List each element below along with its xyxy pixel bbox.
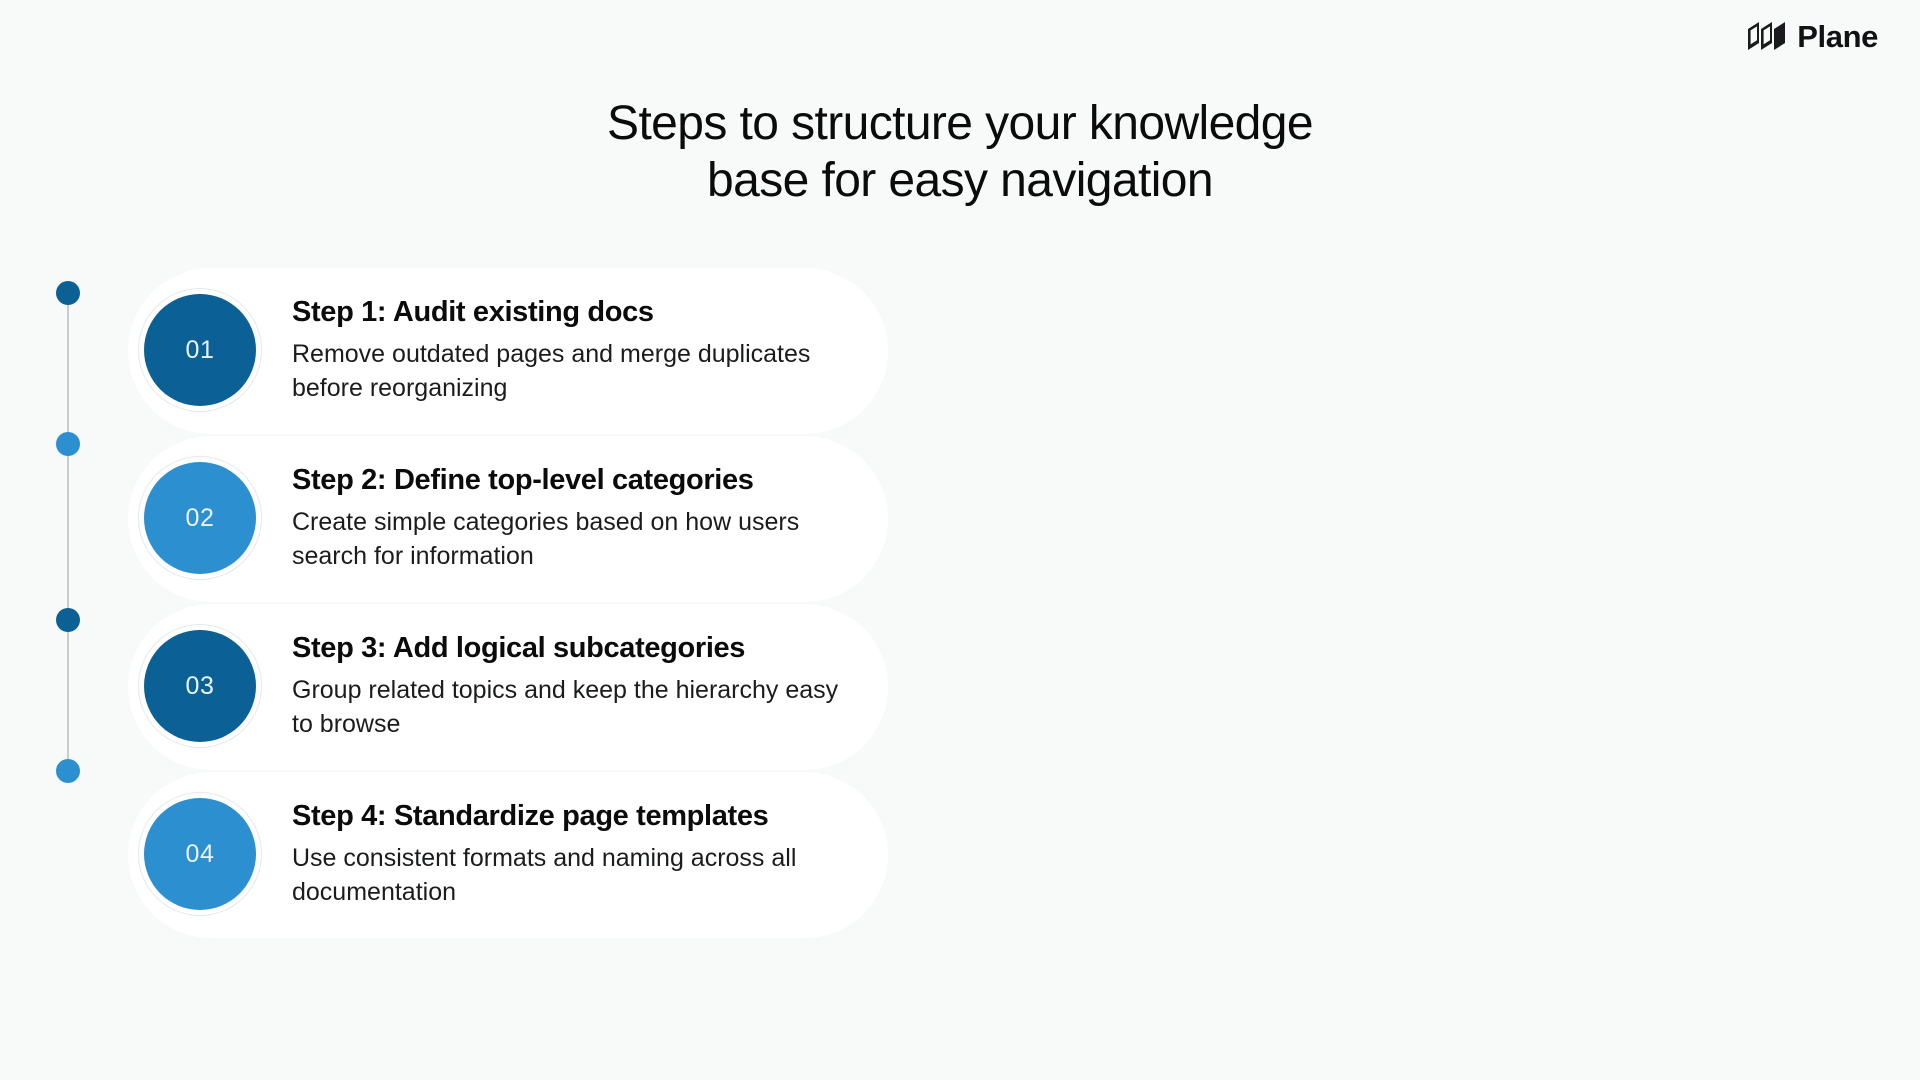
step-item[interactable]: 06 Step 6: Add tags and metadata Improve… bbox=[961, 452, 1920, 618]
page-title: Steps to structure your knowledge base f… bbox=[0, 96, 1920, 209]
page-title-line-2: base for easy navigation bbox=[707, 153, 1214, 207]
step-text: Step 3: Add logical subcategories Group … bbox=[262, 631, 842, 740]
step-description: Group related topics and keep the hierar… bbox=[292, 675, 839, 738]
step-badge-ring: 01 bbox=[138, 288, 262, 412]
timeline-dot bbox=[56, 608, 80, 632]
step-badge-ring: 03 bbox=[138, 624, 262, 748]
step-text: Step 4: Standardize page templates Use c… bbox=[262, 799, 842, 908]
timeline-dot bbox=[56, 432, 80, 456]
step-badge-ring: 04 bbox=[138, 792, 262, 916]
step-number-badge: 01 bbox=[144, 294, 256, 406]
step-card[interactable]: 04 Step 4: Standardize page templates Us… bbox=[128, 772, 888, 938]
step-card[interactable]: 02 Step 2: Define top-level categories C… bbox=[128, 436, 888, 602]
brand-name: Plane bbox=[1797, 19, 1878, 54]
right-column: 05 Step 5: Connect related pages Link gu… bbox=[960, 268, 1920, 940]
brand-logo: Plane bbox=[1748, 21, 1878, 52]
step-badge-ring: 02 bbox=[138, 456, 262, 580]
step-description: Remove outdated pages and merge duplicat… bbox=[292, 339, 811, 402]
left-column: 01 Step 1: Audit existing docs Remove ou… bbox=[0, 268, 960, 940]
timeline-dot bbox=[56, 281, 80, 305]
step-text: Step 2: Define top-level categories Crea… bbox=[262, 463, 842, 572]
timeline-dot bbox=[56, 759, 80, 783]
step-description: Create simple categories based on how us… bbox=[292, 507, 800, 570]
step-item[interactable]: 01 Step 1: Audit existing docs Remove ou… bbox=[55, 268, 960, 434]
step-card[interactable]: 03 Step 3: Add logical subcategories Gro… bbox=[128, 604, 888, 770]
step-number-badge: 04 bbox=[144, 798, 256, 910]
step-item[interactable]: 07 Step 7: Optimize for search-first Wri… bbox=[961, 620, 1920, 786]
step-text: Step 1: Audit existing docs Remove outda… bbox=[262, 295, 842, 404]
step-item[interactable]: 04 Step 4: Standardize page templates Us… bbox=[55, 772, 960, 938]
step-item[interactable]: 03 Step 3: Add logical subcategories Gro… bbox=[55, 604, 960, 770]
step-item[interactable]: 02 Step 2: Define top-level categories C… bbox=[55, 436, 960, 602]
step-description: Use consistent formats and naming across… bbox=[292, 843, 797, 906]
step-title: Step 2: Define top-level categories bbox=[292, 464, 754, 497]
page-title-line-1: Steps to structure your knowledge bbox=[607, 97, 1314, 150]
step-title: Step 1: Audit existing docs bbox=[292, 296, 654, 329]
plane-logo-icon bbox=[1748, 22, 1786, 51]
step-card[interactable]: 01 Step 1: Audit existing docs Remove ou… bbox=[128, 268, 888, 434]
step-title: Step 3: Add logical subcategories bbox=[292, 632, 746, 665]
steps-container: 01 Step 1: Audit existing docs Remove ou… bbox=[0, 268, 1920, 940]
step-number-badge: 02 bbox=[144, 462, 256, 574]
timeline-rail-left bbox=[56, 281, 80, 783]
step-title: Step 4: Standardize page templates bbox=[292, 800, 769, 833]
step-item[interactable]: 05 Step 5: Connect related pages Link gu… bbox=[961, 284, 1920, 450]
step-number-badge: 03 bbox=[144, 630, 256, 742]
